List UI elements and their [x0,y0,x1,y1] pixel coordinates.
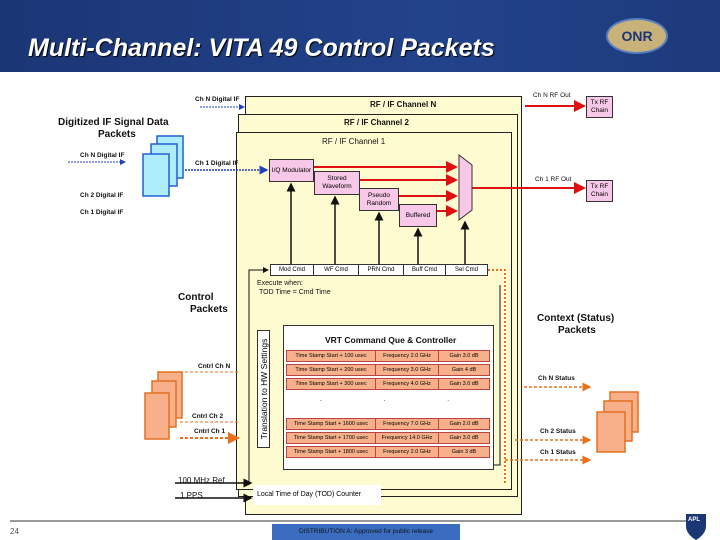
apl-logo: APL [688,517,700,523]
vrt-cell: Time Stamp Start + 200 usec [286,364,376,376]
vrt-cell: Frequency 2.0 GHz [375,350,439,362]
control-packets-title: Control [178,292,214,303]
ch-1-rf-out: Ch 1 RF Out [535,176,572,183]
channel-n-title: RF / IF Channel N [370,100,437,109]
ch-1-status: Ch 1 Status [540,449,576,456]
buffered-block: Buffered [399,204,437,227]
vrt-command-que [283,325,494,470]
execute-when: Execute when: [257,280,303,287]
page-number: 24 [10,527,19,536]
header-banner [0,0,720,72]
buff-cmd: Buff Cmd [403,264,446,276]
onr-logo: ONR [606,18,668,54]
vrt-ellipsis: . . . . [320,396,543,403]
sel-cmd: Sel Cmd [445,264,488,276]
cntrl-ch-1: Cntrl Ch 1 [194,428,226,435]
vrt-cell: Gain 4 dB [438,364,490,376]
ch-1-digital-if-input: Ch 1 Digital IF [195,160,239,167]
ch-n-status: Ch N Status [538,375,575,382]
prn-cmd: PRN Cmd [358,264,404,276]
vrt-cell: Gain 2.0 dB [438,418,490,430]
context-packets-subtitle: Packets [558,325,596,336]
iq-modulator-block: I/Q Modulator [269,159,314,182]
vrt-title: VRT Command Que & Controller [325,335,457,345]
vrt-cell: Gain 3.0 dB [438,350,490,362]
distribution-banner: DISTRIBUTION A: Approved for public rele… [272,524,460,540]
ch-n-rf-out: Ch N RF Out [533,92,571,99]
vrt-cell: Time Stamp Start + 1700 usec [286,432,376,444]
ch-n-digital-if: Ch N Digital IF [80,152,125,159]
vrt-cell: Gain 3 dB [438,446,490,458]
vrt-cell: Time Stamp Start + 100 usec [286,350,376,362]
channel-2-title: RF / IF Channel 2 [344,118,409,127]
ref-100mhz: 100 MHz Ref [178,476,225,485]
tod-counter: Local Time of Day (TOD) Counter [253,485,381,505]
ch-1-digital-if: Ch 1 Digital IF [80,209,124,216]
stored-waveform-block: Stored Waveform [314,171,360,195]
slide-title: Multi-Channel: VITA 49 Control Packets [28,34,495,62]
vrt-cell: Frequency 4.0 GHz [375,378,439,390]
wf-cmd: WF Cmd [313,264,359,276]
tx-rf-chain-n: Tx RF Chain [586,96,613,118]
vrt-cell: Gain 3.0 dB [438,378,490,390]
execute-condition: TOD Time = Cmd Time [259,289,331,296]
vrt-cell: Frequency 2.0 GHz [375,446,439,458]
vrt-cell: Frequency 14.0 GHz [375,432,439,444]
mod-cmd: Mod Cmd [270,264,314,276]
translation-bar: Translation to HW Settings [257,330,270,448]
vrt-cell: Time Stamp Start + 300 usec [286,378,376,390]
ch-2-status: Ch 2 Status [540,428,576,435]
control-packets-subtitle: Packets [190,304,228,315]
ch-2-digital-if: Ch 2 Digital IF [80,192,124,199]
vrt-cell: Frequency 3.0 GHz [375,364,439,376]
vrt-cell: Time Stamp Start + 1800 usec [286,446,376,458]
ref-1pps: 1 PPS [180,491,203,500]
pseudo-random-block: Pseudo Random [359,188,399,211]
cntrl-ch-2: Cntrl Ch 2 [192,413,224,420]
ch-n-digital-if-input: Ch N Digital IF [195,96,240,103]
channel-1-title: RF / IF Channel 1 [322,137,386,146]
cntrl-ch-n: Cntrl Ch N [198,363,231,370]
data-packets-title: Digitized IF Signal Data [58,117,169,128]
context-packets-title: Context (Status) [537,313,615,324]
vrt-cell: Frequency 7.0 GHz [375,418,439,430]
tx-rf-chain-1: Tx RF Chain [586,180,613,202]
translation-label: Translation to HW Settings [258,338,269,440]
vrt-cell: Gain 3.0 dB [438,432,490,444]
vrt-cell: Time Stamp Start + 1600 usec [286,418,376,430]
data-packets-subtitle: Packets [98,129,136,140]
